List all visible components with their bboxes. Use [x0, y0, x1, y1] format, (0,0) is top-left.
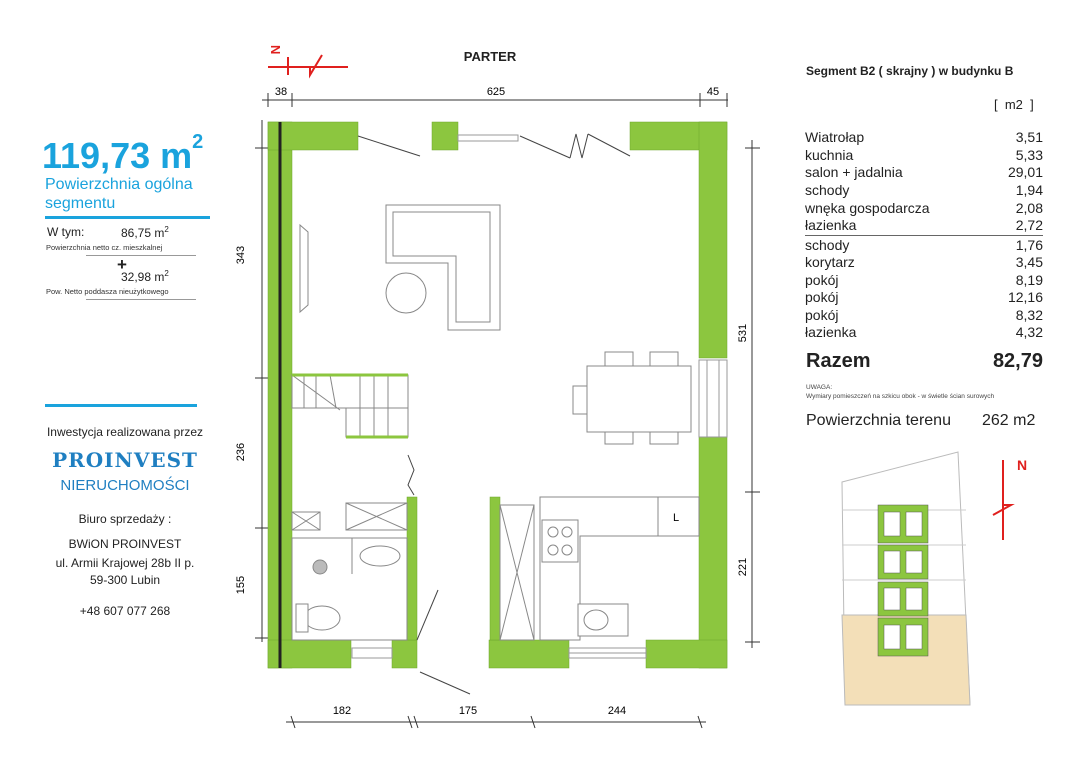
pantry-cabinet [499, 504, 535, 641]
coffee-table [385, 272, 427, 314]
dim-top-center: 625 [487, 86, 505, 98]
total-value: 82,79 [992, 350, 1043, 372]
note-title: UWAGA: [806, 384, 833, 391]
terrain-label: Powierzchnia terenu [806, 412, 951, 429]
poddasze-area-label: Pow. Netto poddasza nieużytkowego [46, 287, 169, 296]
site-north-arrow-icon [992, 460, 1015, 540]
office-name: BWiON PROINVEST [68, 537, 182, 551]
terrain-value: 262 m2 [982, 412, 1036, 429]
office-street: ul. Armii Krajowej 28b II p. [55, 556, 195, 570]
unit-label: [ m2 ] [994, 97, 1034, 112]
staircase [291, 374, 409, 438]
netto-area-label: Powierzchnia netto cz. mieszkalnej [46, 243, 163, 252]
brand-logo-name: PROINVEST [52, 448, 198, 472]
top-dimension-line [262, 93, 728, 107]
bottom-dimension-line [286, 715, 706, 729]
total-area-label: Powierzchnia ogólna segmentu [45, 176, 193, 212]
phone-number: +48 607 077 268 [79, 604, 171, 618]
dim-right-bottom: 221 [737, 558, 749, 576]
kitchen-counter [539, 496, 700, 641]
north-arrow-icon [268, 54, 348, 79]
dim-bottom-left: 182 [333, 705, 351, 717]
plan-title: PARTER [464, 49, 517, 64]
dim-left-bottom: 155 [235, 576, 247, 594]
dim-left-top: 343 [235, 246, 247, 264]
tv-unit [299, 223, 309, 314]
windows [351, 134, 728, 659]
utility-niche [291, 502, 408, 531]
poddasze-divider [86, 299, 196, 300]
dim-right-top: 531 [737, 324, 749, 342]
plus-sign: + [117, 255, 127, 274]
w-tym-label: W tym: [47, 225, 85, 239]
dim-left-middle: 236 [235, 443, 247, 461]
poddasze-area-value: 32,98 m2 [121, 269, 169, 284]
dining-table [572, 351, 692, 445]
total-area-value: 119,73 m2 [42, 131, 204, 176]
right-dimension-line [745, 140, 760, 648]
dim-bottom-right: 244 [608, 705, 626, 717]
brand-logo-subtitle: NIERUCHOMOŚCI [60, 477, 190, 494]
netto-divider [86, 255, 196, 256]
segment-title: Segment B2 ( skrajny ) w budynku B [806, 64, 1014, 78]
investor-divider [45, 404, 197, 407]
office-city: 59-300 Lubin [89, 573, 161, 587]
sofa [385, 204, 501, 331]
investment-text: Inwestycja realizowana przez [46, 425, 204, 439]
doors [357, 133, 631, 695]
site-north-label: N [1017, 457, 1027, 473]
area-divider [45, 216, 210, 219]
note-text: Wymiary pomieszczeń na szkicu obok - w ś… [806, 393, 995, 400]
fridge-label: L [673, 512, 679, 524]
table-divider [805, 235, 1043, 236]
dim-top-left: 38 [275, 86, 287, 98]
site-plan [841, 451, 971, 706]
exterior-walls [267, 121, 728, 669]
north-label: N [268, 45, 283, 54]
netto-area-value: 86,75 m2 [121, 225, 169, 240]
bathroom-fixtures [291, 537, 408, 641]
dim-bottom-center: 175 [459, 705, 477, 717]
total-label: Razem [806, 350, 871, 372]
sales-office-label: Biuro sprzedaży : [78, 512, 172, 526]
dim-top-right: 45 [707, 86, 719, 98]
left-dimension-line [255, 120, 270, 642]
